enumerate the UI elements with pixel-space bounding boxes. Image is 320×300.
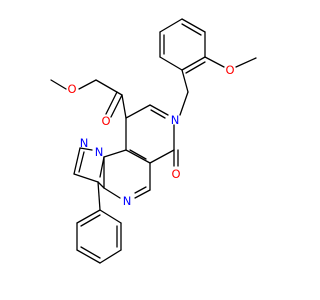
bond [73, 147, 81, 175]
bond [150, 109, 166, 119]
molecule-canvas: O O N O N N N O [50, 18, 257, 264]
bond [99, 156, 105, 178]
bond [97, 181, 105, 189]
bond [99, 209, 122, 224]
bond [235, 57, 257, 68]
bond [134, 186, 147, 194]
bond [76, 249, 101, 264]
bond [185, 61, 206, 74]
bond [80, 214, 101, 227]
bond [125, 149, 151, 164]
bond [204, 56, 225, 68]
structure-diagram: O O N O N N N O [50, 18, 257, 264]
bond [97, 181, 101, 211]
atom-label-oxygen: O [171, 167, 180, 181]
bond [95, 79, 123, 96]
bond [76, 209, 101, 224]
atom-label-nitrogen: N [95, 145, 104, 159]
bond [149, 149, 175, 164]
bond [78, 79, 97, 90]
bond [181, 23, 202, 36]
atom-label-nitrogen: N [171, 113, 180, 127]
bond [99, 249, 122, 264]
bond [103, 149, 127, 158]
bond [105, 91, 118, 115]
bond [73, 173, 99, 183]
bond [129, 149, 147, 160]
atom-labels: O O N O N N N O [67, 63, 234, 208]
bond [179, 91, 189, 116]
bond [125, 104, 151, 119]
bond [121, 94, 127, 119]
atom-label-oxygen: O [101, 114, 110, 128]
bond [181, 56, 206, 71]
bond [110, 94, 123, 118]
bond [78, 151, 85, 173]
bond [159, 56, 183, 71]
bond [149, 104, 169, 116]
bond [134, 189, 151, 199]
bond [159, 18, 183, 33]
bond [103, 187, 121, 199]
bond [181, 69, 189, 93]
atom-label-oxygen: O [225, 63, 234, 77]
bond [80, 246, 101, 259]
bond [79, 147, 93, 151]
bond [50, 79, 67, 90]
bond [181, 18, 206, 33]
atom-label-oxygen: O [67, 82, 76, 96]
atom-label-nitrogen: N [80, 136, 89, 150]
atom-label-nitrogen: N [123, 194, 132, 208]
bonds [50, 18, 257, 264]
